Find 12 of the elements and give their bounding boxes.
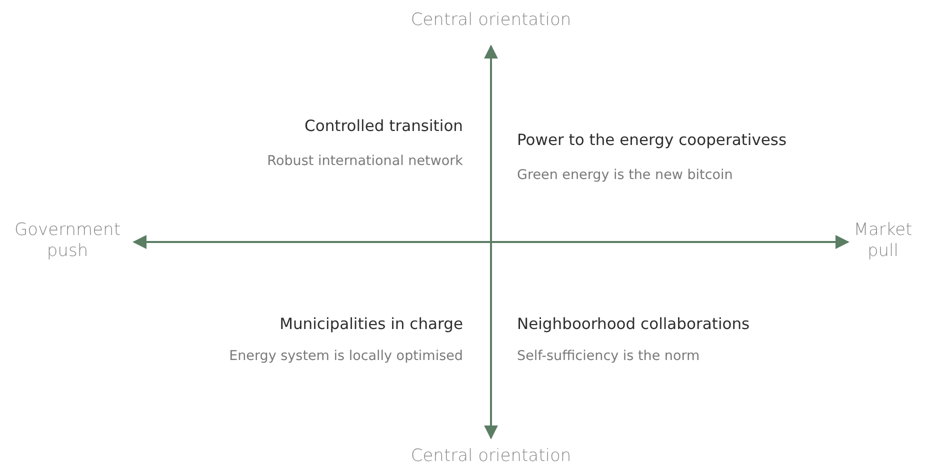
axis-label: Central orientation [410, 10, 572, 32]
quadrant-description: Energy system is locally optimised [229, 348, 463, 365]
quadrant-description: Green energy is the new bitcoin [517, 167, 733, 184]
quadrant-description: Robust international network [267, 153, 463, 170]
quadrant-heading: Neighboorhood collaborations [517, 315, 750, 334]
axis-label: Central orientation [410, 446, 572, 468]
axis-label: Government push [13, 220, 122, 262]
quadrant-heading: Controlled transition [304, 117, 463, 136]
quadrant-heading: Power to the energy cooperativess [517, 131, 787, 150]
quadrant-description: Self-sufficiency is the norm [517, 348, 700, 365]
quadrant-heading: Municipalities in charge [280, 315, 463, 334]
axis-label: Market pull [852, 220, 914, 262]
